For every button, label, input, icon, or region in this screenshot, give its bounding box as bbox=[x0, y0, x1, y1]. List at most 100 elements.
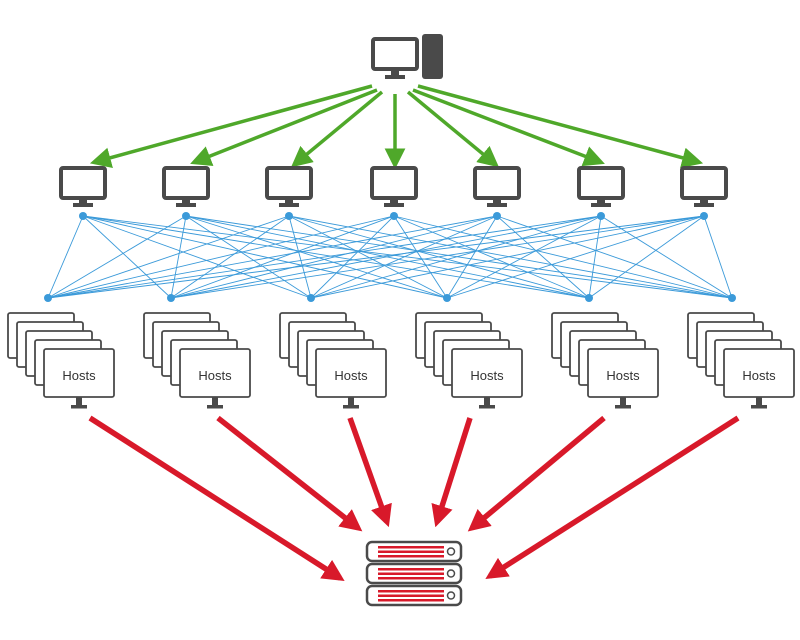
mesh-link bbox=[446, 215, 705, 299]
mesh-link bbox=[82, 215, 733, 299]
monitor-icon bbox=[473, 166, 521, 207]
mesh-link bbox=[170, 215, 498, 299]
agent-node bbox=[285, 212, 293, 220]
mesh-link bbox=[170, 215, 395, 299]
server-unit bbox=[365, 562, 463, 585]
hosts-label: Hosts bbox=[606, 368, 640, 383]
mesh-link bbox=[47, 215, 395, 299]
agent-node bbox=[390, 212, 398, 220]
mesh-link bbox=[310, 215, 602, 299]
mesh-link bbox=[185, 215, 312, 299]
mesh-link bbox=[288, 215, 448, 299]
host-group: Hosts bbox=[415, 312, 523, 409]
monitor-icon bbox=[315, 348, 387, 409]
host-node bbox=[443, 294, 451, 302]
mesh-link bbox=[185, 215, 733, 299]
tower-icon bbox=[422, 34, 443, 79]
mesh-link bbox=[170, 215, 705, 299]
mesh-link bbox=[600, 215, 733, 299]
mesh-link bbox=[47, 215, 498, 299]
agent-node bbox=[79, 212, 87, 220]
server-unit bbox=[365, 584, 463, 607]
data-arrow bbox=[347, 417, 392, 528]
hosts-label: Hosts bbox=[334, 368, 368, 383]
controller-workstation bbox=[371, 34, 443, 79]
mesh-link bbox=[310, 215, 395, 299]
data-arrow bbox=[467, 415, 606, 532]
mesh-link bbox=[185, 215, 448, 299]
mesh-link bbox=[47, 215, 84, 299]
monitor-icon bbox=[723, 348, 795, 409]
agent-node bbox=[597, 212, 605, 220]
host-node bbox=[167, 294, 175, 302]
mesh-link bbox=[47, 215, 705, 299]
desktop-computer-icon bbox=[371, 37, 419, 79]
control-arrow bbox=[412, 88, 605, 167]
host-group: Hosts bbox=[279, 312, 387, 409]
mesh-link bbox=[47, 215, 602, 299]
host-group: Hosts bbox=[687, 312, 795, 409]
agent-node bbox=[493, 212, 501, 220]
monitor-icon bbox=[43, 348, 115, 409]
data-arrows bbox=[88, 415, 740, 581]
storage-server-rack bbox=[365, 540, 463, 607]
host-node bbox=[307, 294, 315, 302]
hosts-label: Hosts bbox=[62, 368, 96, 383]
mesh-link bbox=[496, 215, 590, 299]
control-arrow bbox=[417, 84, 704, 169]
mesh-link bbox=[170, 215, 290, 299]
monitor-icon bbox=[370, 166, 418, 207]
data-arrow bbox=[485, 415, 740, 579]
monitor-icon bbox=[680, 166, 728, 207]
mesh-link bbox=[310, 215, 705, 299]
mesh-link bbox=[393, 215, 733, 299]
mesh-link bbox=[170, 215, 187, 299]
mesh-link bbox=[446, 215, 498, 299]
host-node bbox=[44, 294, 52, 302]
data-arrow bbox=[88, 415, 345, 581]
agent-node bbox=[182, 212, 190, 220]
host-node bbox=[585, 294, 593, 302]
control-arrow bbox=[89, 84, 373, 168]
monitor-icon bbox=[587, 348, 659, 409]
mesh-link bbox=[170, 215, 602, 299]
mesh-link bbox=[393, 215, 448, 299]
server-unit bbox=[365, 540, 463, 563]
mesh-link bbox=[393, 215, 590, 299]
control-arrows bbox=[89, 84, 704, 170]
monitor-icon bbox=[265, 166, 313, 207]
host-node bbox=[728, 294, 736, 302]
control-arrow bbox=[290, 90, 384, 168]
mesh-link bbox=[47, 215, 187, 299]
agent-row bbox=[59, 166, 728, 207]
mesh-link bbox=[288, 215, 733, 299]
control-arrow bbox=[190, 88, 378, 166]
mesh-link bbox=[310, 215, 498, 299]
mesh-link bbox=[82, 215, 590, 299]
monitor-icon bbox=[577, 166, 625, 207]
mesh-link bbox=[82, 215, 312, 299]
mesh-link bbox=[588, 215, 602, 299]
monitor-icon bbox=[59, 166, 107, 207]
mesh-links bbox=[44, 212, 736, 302]
monitor-icon bbox=[162, 166, 210, 207]
mesh-link bbox=[496, 215, 733, 299]
mesh-link bbox=[446, 215, 602, 299]
hosts-label: Hosts bbox=[198, 368, 232, 383]
host-group: Hosts bbox=[143, 312, 251, 409]
control-arrow bbox=[406, 90, 500, 168]
hosts-label: Hosts bbox=[470, 368, 504, 383]
agent-node bbox=[700, 212, 708, 220]
hosts-label: Hosts bbox=[742, 368, 776, 383]
monitor-icon bbox=[179, 348, 251, 409]
mesh-link bbox=[588, 215, 705, 299]
host-group: Hosts bbox=[551, 312, 659, 409]
data-arrow bbox=[216, 415, 363, 532]
host-group: Hosts bbox=[7, 312, 115, 409]
host-groups: Hosts Hosts Hosts Hosts Hosts Hosts bbox=[7, 312, 795, 409]
data-arrow bbox=[431, 417, 473, 528]
mesh-link bbox=[47, 215, 290, 299]
mesh-link bbox=[288, 215, 312, 299]
mesh-link bbox=[82, 215, 448, 299]
